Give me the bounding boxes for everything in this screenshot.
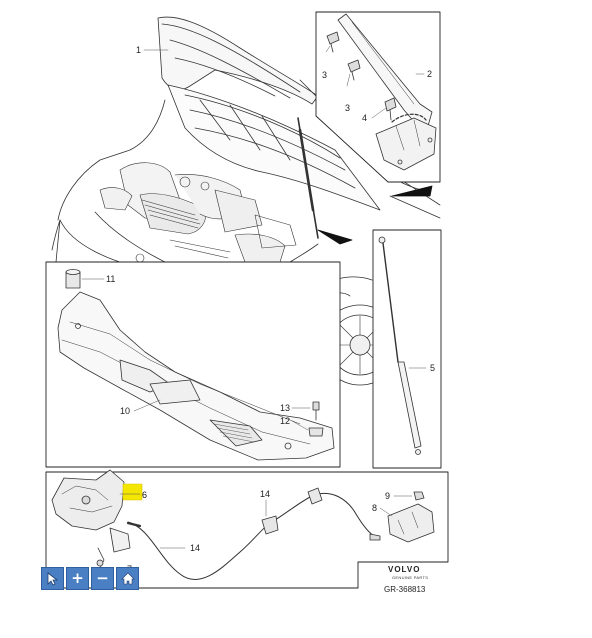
select-button[interactable]	[41, 567, 64, 590]
callout-5: 5	[430, 363, 435, 373]
callout-12: 12	[280, 416, 290, 426]
home-icon	[120, 572, 135, 585]
callout-3b: 3	[345, 103, 350, 113]
viewer-toolbar: + −	[41, 567, 139, 590]
callout-10: 10	[120, 406, 130, 416]
callout-4: 4	[362, 113, 367, 123]
gas-strut-detail-box: 5	[372, 229, 442, 469]
callout-3a: 3	[322, 70, 327, 80]
highlight-marker	[122, 483, 143, 501]
zoom-out-icon: −	[96, 569, 109, 587]
callout-14a: 14	[190, 543, 200, 553]
callout-14b: 14	[260, 489, 270, 499]
brand-logo: VOLVO	[388, 565, 420, 574]
callout-2: 2	[427, 69, 432, 79]
callout-1: 1	[136, 45, 141, 55]
callout-6: 6	[142, 490, 147, 500]
callout-8: 8	[372, 503, 377, 513]
callout-13: 13	[280, 403, 290, 413]
zoom-in-button[interactable]: +	[66, 567, 89, 590]
callout-9: 9	[385, 491, 390, 501]
lock-cable-detail-box: 6 14 14 9 8 7	[45, 469, 449, 589]
pointer-wedge	[317, 229, 353, 245]
callout-11: 11	[106, 274, 115, 284]
pointer-icon	[47, 571, 58, 586]
pointer-wedge	[391, 185, 433, 197]
zoom-out-button[interactable]: −	[91, 567, 114, 590]
hinge-detail-box: 3 3 4 2	[315, 11, 441, 183]
zoom-in-icon: +	[71, 569, 84, 587]
diagram-reference: GR-368813	[384, 585, 426, 594]
cover-panel-detail-box: 11 13 12 10	[45, 261, 341, 468]
home-button[interactable]	[116, 567, 139, 590]
brand-subtitle: GENUINE PARTS	[392, 575, 428, 580]
brand-block: VOLVO GENUINE PARTS GR-368813	[384, 565, 428, 594]
